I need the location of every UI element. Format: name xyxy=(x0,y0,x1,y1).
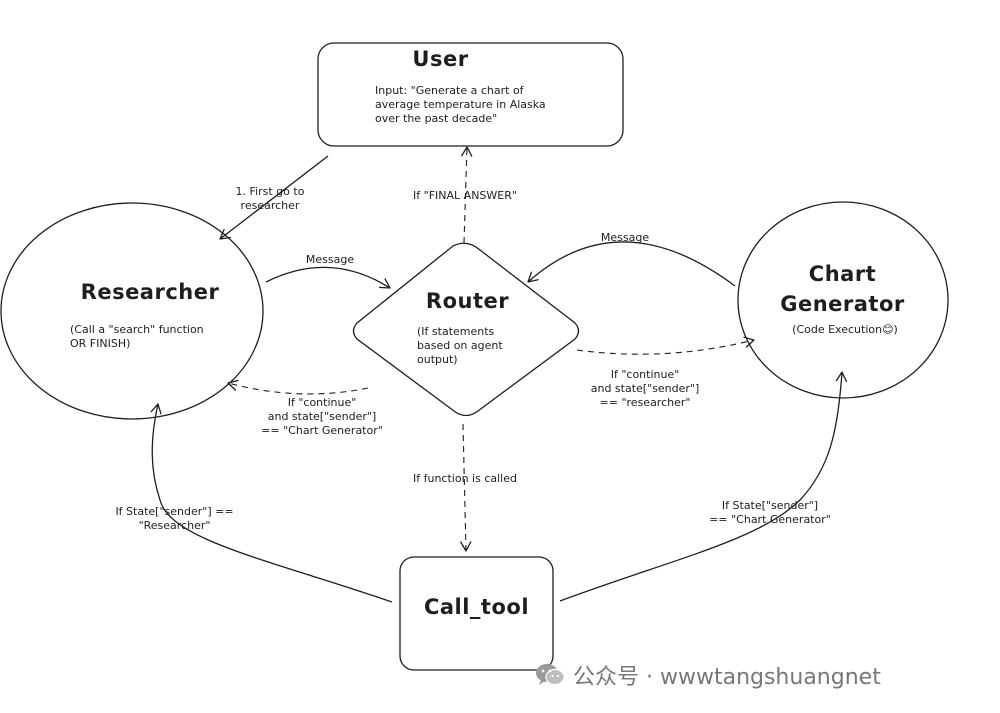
edge-label-calltool-to-chart: If State["sender"] == "Chart Generator" xyxy=(709,499,831,526)
edge-label-router-to-chart: If "continue" and state["sender"] == "re… xyxy=(590,368,700,409)
edge-label-calltool-to-researcher: If State["sender"] == "Researcher" xyxy=(115,505,234,532)
chart-generator-node-circle xyxy=(737,201,949,399)
watermark: 公众号 · wwwtangshuangnet xyxy=(535,658,975,692)
router-node-title: Router xyxy=(425,289,510,313)
edge-chart-to-router xyxy=(527,241,736,287)
edge-label-user-to-researcher: 1. First go to researcher xyxy=(235,185,305,212)
researcher-node-body: (Call a "search" function OR FINISH) xyxy=(70,323,204,350)
edge-calltool-to-chart xyxy=(559,371,848,602)
edge-label-router-to-researcher: If "continue" and state["sender"] == "Ch… xyxy=(261,396,383,437)
chart-generator-node-body: (Code Execution😊) xyxy=(792,323,898,336)
router-node-diamond xyxy=(352,242,580,417)
edge-label-router-to-user: If "FINAL ANSWER" xyxy=(413,189,517,202)
edge-calltool-to-researcher xyxy=(150,403,393,603)
edge-label-router-to-calltool: If function is called xyxy=(413,472,517,485)
wechat-icon xyxy=(535,662,565,688)
user-node-box xyxy=(317,42,624,147)
router-node-body: (If statements based on agent output) xyxy=(417,325,503,366)
user-node-body: Input: "Generate a chart of average temp… xyxy=(375,84,546,125)
edge-label-researcher-to-router: Message xyxy=(305,253,355,266)
user-node-title: User xyxy=(412,47,469,71)
researcher-node-title: Researcher xyxy=(80,280,220,304)
edge-router-to-calltool xyxy=(460,423,472,552)
watermark-text: 公众号 · wwwtangshuangnet xyxy=(573,665,881,690)
call-tool-node-box xyxy=(399,556,554,671)
edge-router-to-chart xyxy=(576,336,755,355)
edge-user-to-researcher xyxy=(219,155,329,240)
researcher-node-circle xyxy=(0,202,264,420)
edge-researcher-to-router xyxy=(265,266,391,289)
chart-generator-node-title: Chart Generator xyxy=(780,262,905,316)
call-tool-node-title: Call_tool xyxy=(423,595,530,619)
edge-label-chart-to-router: Message xyxy=(600,231,650,244)
edge-router-to-researcher xyxy=(227,379,369,395)
edge-router-to-user xyxy=(461,146,473,244)
